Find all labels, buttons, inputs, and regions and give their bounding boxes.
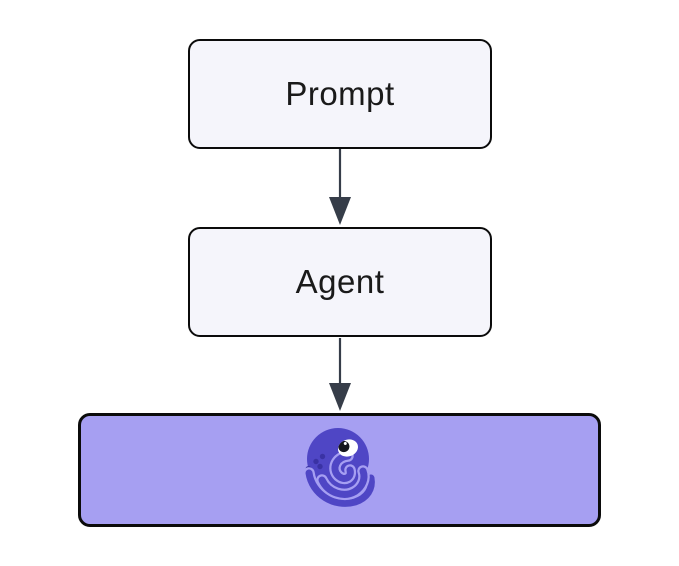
arrow-down-icon xyxy=(329,149,351,225)
node-agent-label: Agent xyxy=(295,263,385,300)
node-agent: Agent xyxy=(188,227,492,337)
node-prompt-label: Prompt xyxy=(285,75,395,112)
node-prompt: Prompt xyxy=(188,39,492,149)
node-octopus xyxy=(78,413,601,527)
arrow-down-icon xyxy=(329,338,351,411)
octopus-logo-icon xyxy=(302,428,377,510)
